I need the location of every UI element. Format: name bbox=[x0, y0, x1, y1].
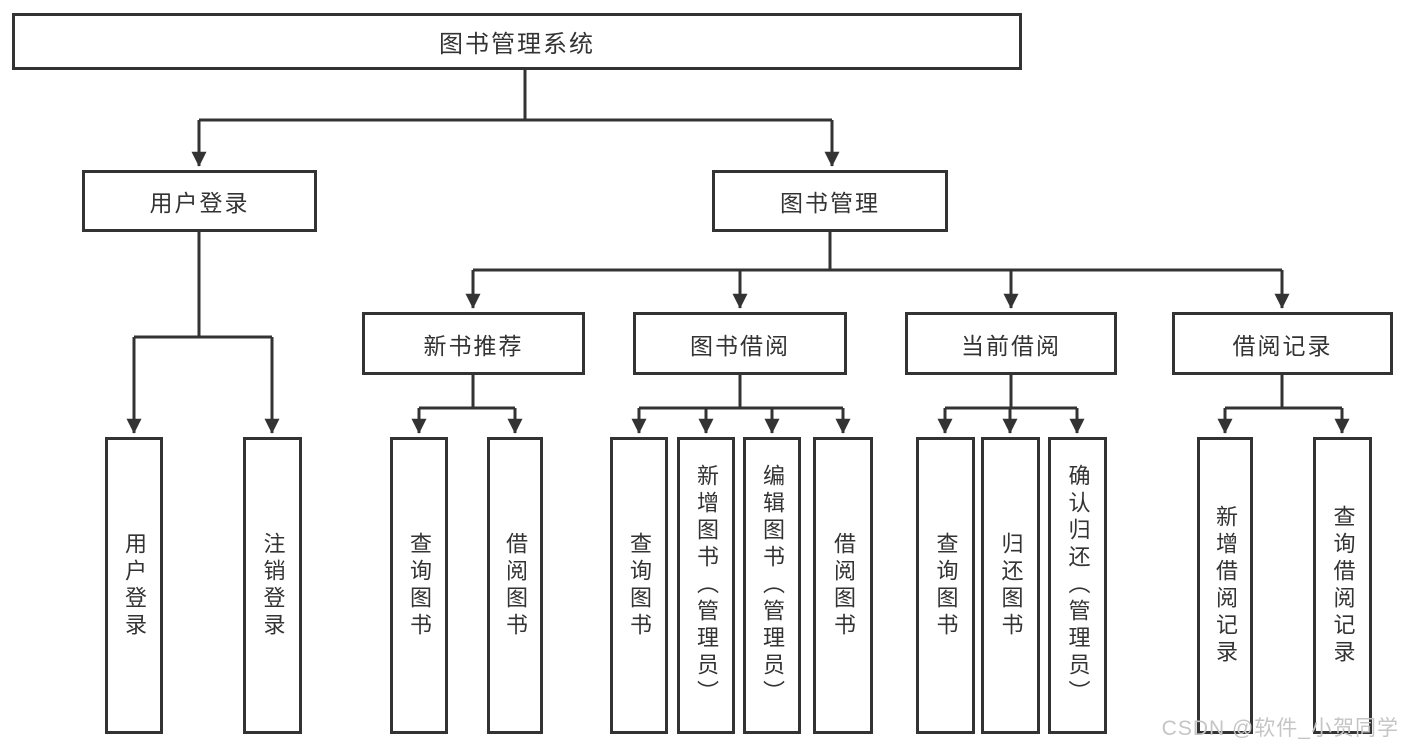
leaf-confirm-return-admin: 确认归还（管理员） bbox=[1048, 437, 1107, 734]
leaf-borrow-books-recommend-label: 借阅图书 bbox=[503, 531, 528, 640]
leaf-add-books-admin-label: 新增图书（管理员） bbox=[694, 464, 719, 707]
leaf-return-books-label: 归还图书 bbox=[998, 531, 1024, 640]
leaf-query-books-recommend: 查询图书 bbox=[390, 437, 448, 734]
node-root-system: 图书管理系统 bbox=[12, 13, 1022, 70]
node-borrowing-records: 借阅记录 bbox=[1172, 312, 1393, 375]
node-book-borrowing-label: 图书借阅 bbox=[690, 332, 790, 359]
node-new-book-recommendation: 新书推荐 bbox=[362, 312, 585, 375]
leaf-user-login-label: 用户登录 bbox=[122, 531, 147, 640]
leaf-edit-books-admin: 编辑图书（管理员） bbox=[743, 437, 801, 734]
leaf-query-books-current: 查询图书 bbox=[916, 437, 975, 734]
node-book-management: 图书管理 bbox=[712, 170, 948, 232]
leaf-query-books-recommend-label: 查询图书 bbox=[407, 531, 432, 640]
node-user-login-label: 用户登录 bbox=[149, 190, 250, 216]
leaf-add-borrow-record: 新增借阅记录 bbox=[1197, 437, 1253, 734]
node-new-book-recommendation-label: 新书推荐 bbox=[423, 332, 524, 359]
leaf-user-login: 用户登录 bbox=[105, 437, 163, 734]
leaf-query-books-borrowing-label: 查询图书 bbox=[627, 531, 652, 640]
node-book-borrowing: 图书借阅 bbox=[633, 312, 847, 375]
node-borrowing-records-label: 借阅记录 bbox=[1232, 332, 1333, 359]
leaf-query-borrow-record-label: 查询借阅记录 bbox=[1330, 504, 1356, 667]
leaf-borrow-books: 借阅图书 bbox=[813, 437, 873, 734]
leaf-add-borrow-record-label: 新增借阅记录 bbox=[1213, 504, 1238, 667]
node-current-borrowing-label: 当前借阅 bbox=[961, 332, 1061, 359]
node-current-borrowing: 当前借阅 bbox=[905, 312, 1117, 375]
leaf-add-books-admin: 新增图书（管理员） bbox=[677, 437, 735, 734]
csdn-watermark: CSDN @软件_小贺同学 bbox=[1161, 717, 1399, 740]
node-user-login: 用户登录 bbox=[82, 170, 317, 232]
node-root-system-label: 图书管理系统 bbox=[439, 31, 595, 58]
leaf-query-books-current-label: 查询图书 bbox=[933, 531, 959, 640]
node-book-management-label: 图书管理 bbox=[780, 190, 880, 216]
leaf-logout: 注销登录 bbox=[243, 437, 302, 734]
leaf-query-books-borrowing: 查询图书 bbox=[610, 437, 668, 734]
leaf-borrow-books-label: 借阅图书 bbox=[831, 531, 856, 640]
leaf-borrow-books-recommend: 借阅图书 bbox=[487, 437, 543, 734]
leaf-logout-label: 注销登录 bbox=[260, 531, 286, 640]
leaf-edit-books-admin-label: 编辑图书（管理员） bbox=[760, 464, 785, 707]
leaf-confirm-return-admin-label: 确认归还（管理员） bbox=[1065, 464, 1091, 707]
leaf-return-books: 归还图书 bbox=[981, 437, 1040, 734]
leaf-query-borrow-record: 查询借阅记录 bbox=[1313, 437, 1372, 734]
